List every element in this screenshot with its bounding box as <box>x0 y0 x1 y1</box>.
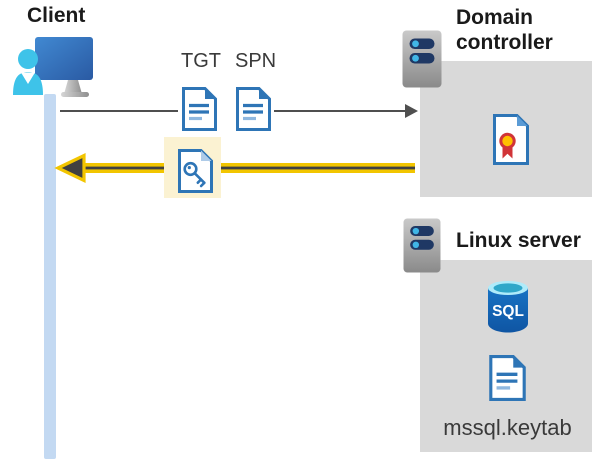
request-arrowhead-icon <box>405 104 418 118</box>
monitor-icon <box>35 37 93 97</box>
spn-document-icon <box>235 86 272 132</box>
keytab-file-icon <box>488 354 527 402</box>
linux-server-title: Linux server <box>456 229 581 252</box>
client-title: Client <box>27 4 86 27</box>
key-ticket-document-icon <box>177 148 214 194</box>
request-arrow-line-right <box>274 110 407 112</box>
tgt-document-icon <box>181 86 218 132</box>
client-workstation-icon <box>10 28 116 98</box>
response-arrowhead-icon <box>54 152 86 184</box>
request-arrow-line-left <box>60 110 178 112</box>
person-icon <box>13 49 43 95</box>
client-timeline-line <box>44 94 56 459</box>
response-arrow <box>50 150 420 186</box>
spn-label: SPN <box>235 50 277 72</box>
domain-controller-title: Domain controller <box>456 6 553 54</box>
key-icon <box>183 161 206 188</box>
domain-controller-server-icon <box>402 30 442 88</box>
sql-icon-text: SQL <box>492 303 524 320</box>
linux-server-icon <box>403 218 441 273</box>
sql-database-icon: SQL <box>486 279 530 333</box>
keytab-file-label: mssql.keytab <box>443 415 572 440</box>
certificate-icon <box>492 113 530 166</box>
tgt-label: TGT <box>181 50 221 72</box>
